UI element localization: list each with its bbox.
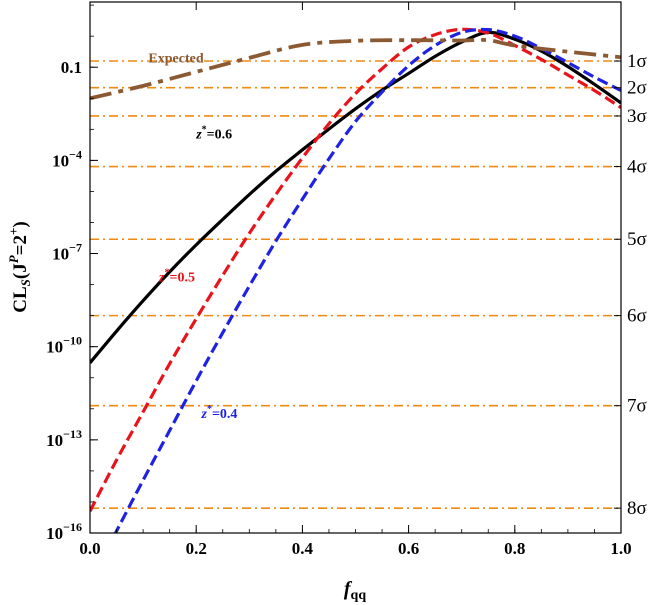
- x-tick-label: 0.6: [398, 539, 419, 558]
- y-tick-label: 10−4: [52, 147, 82, 170]
- annotation-z-0-6: z*=0.6: [195, 125, 232, 143]
- series-line-z-0-4: [113, 27, 621, 533]
- plot-frame: [89, 1, 622, 534]
- x-tick-label: 0.2: [186, 539, 207, 558]
- sigma-label-4: 4σ: [627, 157, 647, 178]
- annotation-z-0-4: z*=0.4: [201, 404, 238, 422]
- y-tick-label: 10−7: [52, 241, 82, 264]
- y-tick-label: 0.1: [61, 58, 82, 77]
- series-layer: [90, 27, 621, 533]
- sigma-label-5: 5σ: [627, 229, 647, 250]
- y-tick-label: 10−13: [46, 427, 82, 450]
- series-line-z-0-5: [90, 27, 621, 512]
- x-tick-label: 0.0: [79, 539, 100, 558]
- annotation-z-0-5: z*=0.5: [158, 267, 195, 285]
- sigma-label-6: 6σ: [627, 306, 647, 327]
- x-tick-label: 0.8: [504, 539, 525, 558]
- sigma-label-1: 1σ: [627, 51, 647, 72]
- annotation-expected: Expected: [148, 52, 203, 67]
- y-tick-label: 10−16: [46, 520, 82, 543]
- series-line-expected: [90, 37, 621, 101]
- x-axis-title: fqq: [344, 578, 366, 603]
- series-line-z-0-6: [90, 30, 621, 364]
- x-tick-label: 1.0: [610, 539, 631, 558]
- sigma-label-3: 3σ: [627, 106, 647, 127]
- ticks-layer: 1σ 2σ 3σ 4σ 5σ 6σ 7σ 8σ 0.0 0.2 0.4 0.6 0.8 1.0 0.1 10−…: [46, 2, 647, 558]
- x-tick-label: 0.4: [292, 539, 314, 558]
- sigma-label-7: 7σ: [627, 396, 647, 417]
- y-axis-title: CLS(JP=2+): [6, 221, 33, 313]
- sigma-label-8: 8σ: [627, 498, 647, 519]
- sigma-label-2: 2σ: [627, 78, 647, 99]
- annotation-layer: z*=0.6 z*=0.5 z*=0.4 Expected: [148, 52, 237, 423]
- sigma-lines: [90, 60, 621, 509]
- y-tick-label: 10−10: [46, 334, 82, 357]
